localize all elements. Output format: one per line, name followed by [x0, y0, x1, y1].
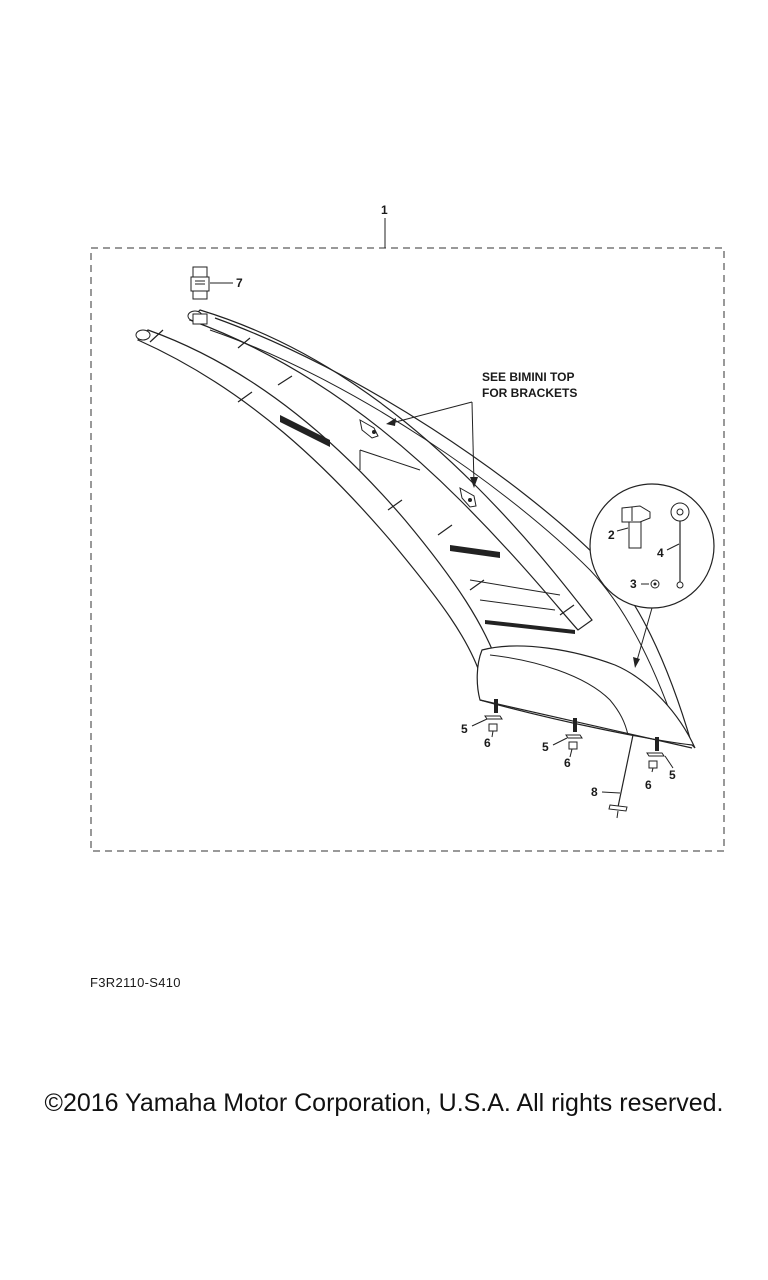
tower-top-arc-inner	[209, 329, 681, 741]
leader-4	[666, 543, 680, 551]
bimini-note-line2: FOR BRACKETS	[482, 386, 577, 400]
stud-left	[494, 699, 498, 713]
callout-5-mid: 5	[542, 740, 549, 754]
frame-line	[359, 449, 561, 611]
bracket-hole	[372, 430, 376, 434]
callout-6-left: 6	[484, 736, 491, 750]
part-7-tube-cap	[190, 266, 210, 325]
leader-8	[601, 791, 621, 794]
bimini-bracket-2	[459, 487, 477, 508]
note-arrowhead-2	[470, 477, 478, 488]
note-arrowhead-1	[386, 418, 396, 426]
panel-strip-3	[485, 620, 575, 634]
callout-3: 3	[630, 577, 637, 591]
bracket-hole	[468, 498, 472, 502]
part-6-nut-mid	[568, 741, 578, 750]
tube-end-left	[135, 329, 151, 341]
detail-leader-arrowhead	[633, 657, 640, 668]
part-6-nut-left	[488, 723, 498, 732]
note-arrow-1	[387, 401, 473, 425]
sleeve-band	[149, 329, 575, 616]
detail-leader	[635, 607, 653, 665]
callout-5-left: 5	[461, 722, 468, 736]
callout-4: 4	[657, 546, 664, 560]
stud-mid	[573, 718, 577, 732]
leader-6-mid	[569, 748, 573, 758]
stud-right	[655, 737, 659, 751]
part-4-lanyard	[670, 502, 690, 589]
drawing-code: F3R2110-S410	[90, 975, 181, 990]
leader-5-left	[471, 718, 488, 727]
tower-base-plate	[476, 645, 696, 749]
leader-5-right	[664, 755, 674, 769]
callout-6-mid: 6	[564, 756, 571, 770]
part-6-nut-right	[648, 760, 658, 769]
tower-top-arc	[214, 317, 693, 746]
copyright-notice: ©2016 Yamaha Motor Corporation, U.S.A. A…	[44, 1089, 724, 1117]
panel-strip-2	[450, 545, 500, 558]
leader-6-left	[491, 730, 494, 738]
callout-8: 8	[591, 785, 598, 799]
tower-inner-tube	[188, 309, 593, 631]
callout-5-right: 5	[669, 768, 676, 782]
leader-5-mid	[552, 737, 568, 746]
bimini-note-line1: SEE BIMINI TOP	[482, 370, 574, 384]
part-5-washer-left	[484, 715, 503, 720]
base-plate-curve	[489, 654, 629, 736]
leader-6-right	[651, 767, 654, 773]
part-2-knob	[621, 505, 651, 549]
callout-7: 7	[236, 276, 243, 290]
leader-2	[616, 527, 629, 532]
panel-strip-1	[280, 415, 330, 447]
part-8-bolt	[608, 734, 634, 819]
part-5-washer-mid	[565, 734, 583, 739]
detail-circle	[589, 483, 715, 609]
part-5-washer-right	[646, 752, 665, 757]
washer-hole	[653, 582, 657, 586]
callout-6-right: 6	[645, 778, 652, 792]
callout-1: 1	[381, 203, 388, 217]
callout-2: 2	[608, 528, 615, 542]
note-arrow-2	[471, 401, 475, 485]
kit-boundary-box	[90, 247, 725, 852]
